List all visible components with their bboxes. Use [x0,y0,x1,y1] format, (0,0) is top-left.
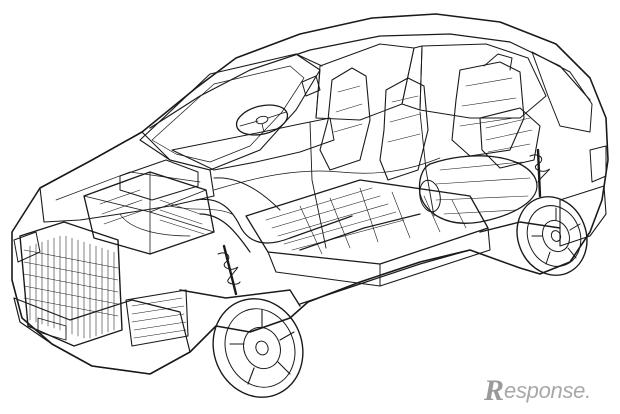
rear-wheel [516,196,588,276]
battery-cells [265,187,467,255]
rear-strut [536,148,542,198]
dashboard [171,117,335,171]
wiring-harness [213,157,441,191]
front-wheel [212,298,304,398]
watermark-first-letter: R [484,374,505,407]
rear-motor [479,107,541,169]
front-subframe [179,289,301,307]
front-plate [37,317,67,341]
watermark-text: esponse. [504,378,591,403]
side-window-front [315,43,415,121]
side-sill [299,249,471,305]
rear-axle [479,221,561,233]
hood-crease [55,171,201,201]
drive-shaft [289,213,421,251]
rear-bumper [559,185,607,247]
coolant-pipes [195,198,291,253]
front-seat-right [379,77,429,181]
tail-light [589,145,607,183]
front-seat-left [319,67,371,171]
windshield-inner [151,65,305,163]
rear-seat [451,61,525,157]
front-strut [222,244,238,296]
intercooler [125,289,189,347]
hood [39,131,215,223]
b-pillar [401,45,423,111]
headrest-rear [483,53,513,71]
hydrogen-tank [418,155,538,224]
steering-wheel [235,104,289,136]
side-window-rear [419,43,547,119]
a-pillar [295,53,323,119]
front-bumper [13,297,191,375]
rear-window [531,51,593,133]
car-body-outline [11,13,609,375]
radiator [19,221,123,347]
radiator-grille [23,235,119,339]
mirror [301,75,321,97]
headlight-left [13,231,41,263]
power-unit-box [119,159,199,201]
fuel-cell-stack [83,171,215,255]
door-line [309,111,435,249]
